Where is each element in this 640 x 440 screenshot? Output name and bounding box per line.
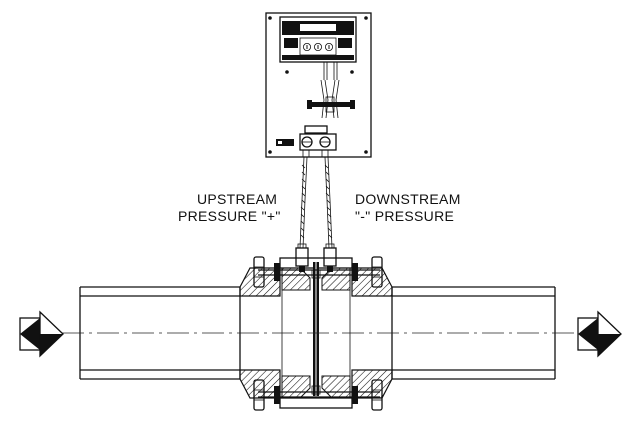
internal-impulse-tubing [320, 62, 340, 119]
enclosure-screw-icon [268, 16, 368, 154]
orifice-plate [311, 262, 321, 396]
upstream-label-line1: UPSTREAM [197, 191, 277, 207]
pressure-port-block [276, 125, 337, 158]
orifice-carrier-ring [279, 257, 353, 409]
valve-manifold [307, 96, 355, 113]
pipe-downstream [392, 286, 556, 380]
flow-direction-arrow-icon [577, 310, 622, 358]
flow-direction-arrow-icon [19, 310, 64, 358]
impulse-lines [299, 156, 333, 249]
keypad-button-icon [302, 43, 333, 52]
transmitter-display-module [279, 16, 357, 63]
upstream-label-line2: PRESSURE "+" [178, 208, 281, 224]
downstream-label-line2: "-" PRESSURE [355, 208, 454, 224]
upstream-pressure-label: UPSTREAM PRESSURE "+" [178, 191, 281, 224]
bolt-nut-icon [253, 256, 383, 411]
transmitter-enclosure [265, 12, 372, 158]
pressure-tap-fittings [295, 243, 337, 272]
downstream-pressure-label: DOWNSTREAM "-" PRESSURE [355, 191, 461, 224]
downstream-label-line1: DOWNSTREAM [355, 191, 461, 207]
